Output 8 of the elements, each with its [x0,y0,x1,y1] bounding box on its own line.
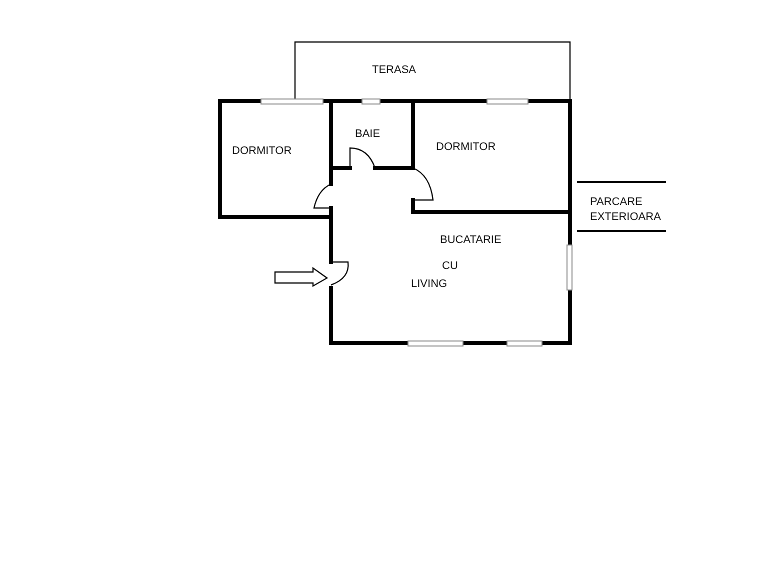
room-label: PARCARE EXTERIOARA [590,195,660,225]
room-label: TERASA [372,64,416,77]
room-label: BUCATARIE [440,234,502,247]
room-label: LIVING [411,278,448,291]
room-label: BAIE [355,128,380,141]
room-label: CU [442,260,458,273]
room-label: DORMITOR [436,141,496,154]
room-label: DORMITOR [232,145,292,158]
